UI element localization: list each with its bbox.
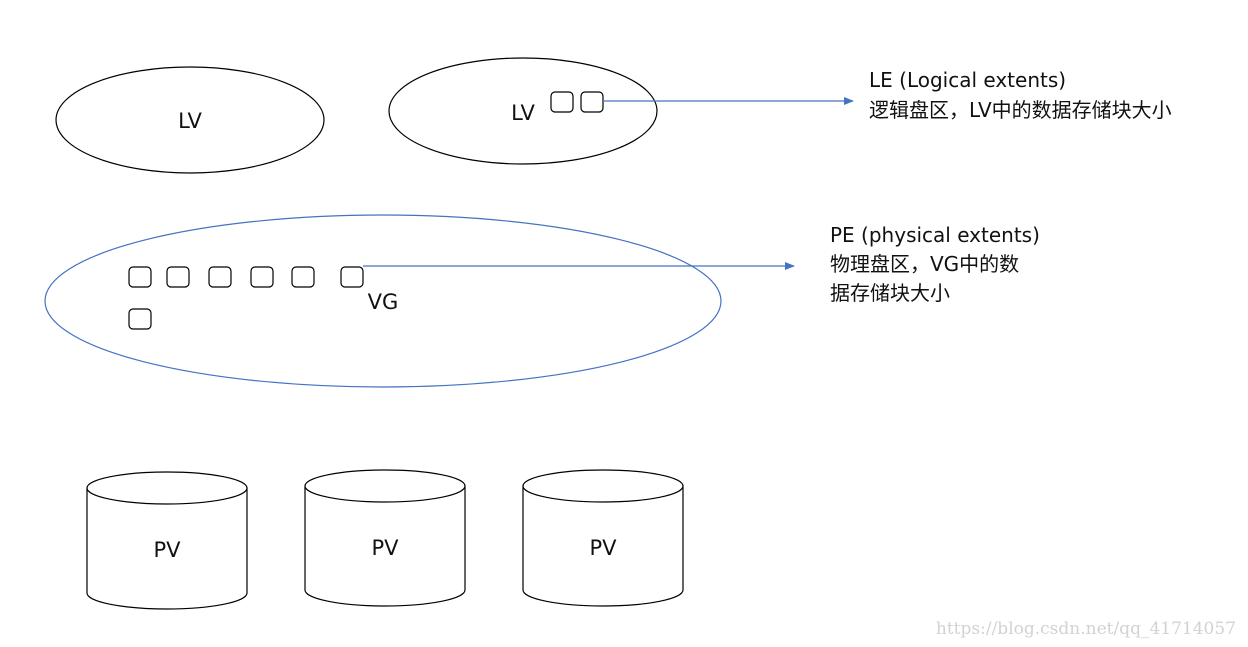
- pv-2-cylinder-top: [304, 469, 466, 503]
- pv-3-cylinder-top: [522, 469, 684, 503]
- vg-ellipse: [44, 214, 722, 388]
- physical-extent-block: [166, 266, 190, 288]
- logical-extent-block: [580, 91, 604, 113]
- pe-annotation: PE (physical extents) 物理盘区，VG中的数 据存储块大小: [830, 223, 1040, 305]
- le-annotation: LE (Logical extents) 逻辑盘区，LV中的数据存储块大小: [869, 68, 1172, 122]
- pe-title: PE (physical extents): [830, 223, 1040, 247]
- physical-extent-block: [128, 266, 152, 288]
- physical-extent-block: [250, 266, 274, 288]
- volume-group: VG: [44, 214, 722, 388]
- physical-extent-block: [291, 266, 315, 288]
- pv-3-cylinder-body: [522, 486, 684, 607]
- le-description: 逻辑盘区，LV中的数据存储块大小: [869, 98, 1172, 122]
- physical-volume-3: PV: [522, 469, 684, 607]
- lv-2-ellipse: [388, 57, 658, 165]
- vg-label: VG: [368, 290, 399, 314]
- lv-1-ellipse: [55, 66, 325, 174]
- logical-volume-1: LV: [55, 66, 325, 174]
- watermark-url: https://blog.csdn.net/qq_41714057: [936, 619, 1236, 639]
- pv-1-cylinder-body: [86, 488, 248, 610]
- pv-3-label: PV: [589, 536, 617, 560]
- physical-extent-block: [208, 266, 232, 288]
- pv-2-label: PV: [371, 536, 399, 560]
- physical-extent-block: [340, 266, 364, 288]
- le-title: LE (Logical extents): [869, 68, 1066, 92]
- pe-description-line-2: 据存储块大小: [830, 281, 950, 305]
- physical-volume-2: PV: [304, 469, 466, 607]
- physical-volume-1: PV: [86, 471, 248, 610]
- logical-volume-2: LV: [388, 57, 658, 165]
- pv-1-cylinder-top: [86, 471, 248, 505]
- logical-extent-block: [550, 91, 574, 113]
- pe-description-line-1: 物理盘区，VG中的数: [830, 252, 1019, 276]
- physical-extent-block: [128, 308, 152, 330]
- pv-1-label: PV: [153, 538, 181, 562]
- lv-2-label: LV: [511, 101, 535, 125]
- lv-1-label: LV: [178, 109, 202, 133]
- pv-2-cylinder-body: [304, 486, 466, 607]
